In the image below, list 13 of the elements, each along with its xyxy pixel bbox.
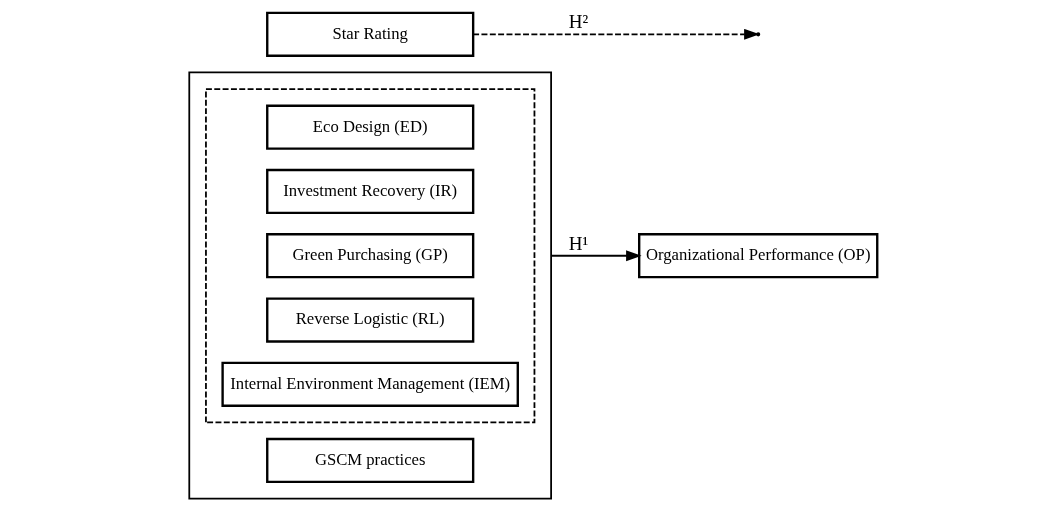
cluster: [187, 71, 552, 500]
node-box: Internal Environment Management (IEM): [220, 361, 519, 407]
node-box: Eco Design (ED): [265, 104, 474, 150]
node-box: Organizational Performance (OP): [637, 233, 878, 279]
cluster: [204, 88, 535, 424]
node-box: Star Rating: [265, 11, 474, 57]
node-box: GSCM practices: [265, 437, 474, 484]
node-box: Investment Recovery (IR): [265, 168, 474, 215]
edge-label: H¹: [568, 232, 588, 254]
node-box: Reverse Logistic (RL): [265, 297, 474, 343]
node-box: Green Purchasing (GP): [265, 233, 474, 279]
edge-label: H²: [568, 11, 588, 33]
arrow: [549, 250, 642, 262]
